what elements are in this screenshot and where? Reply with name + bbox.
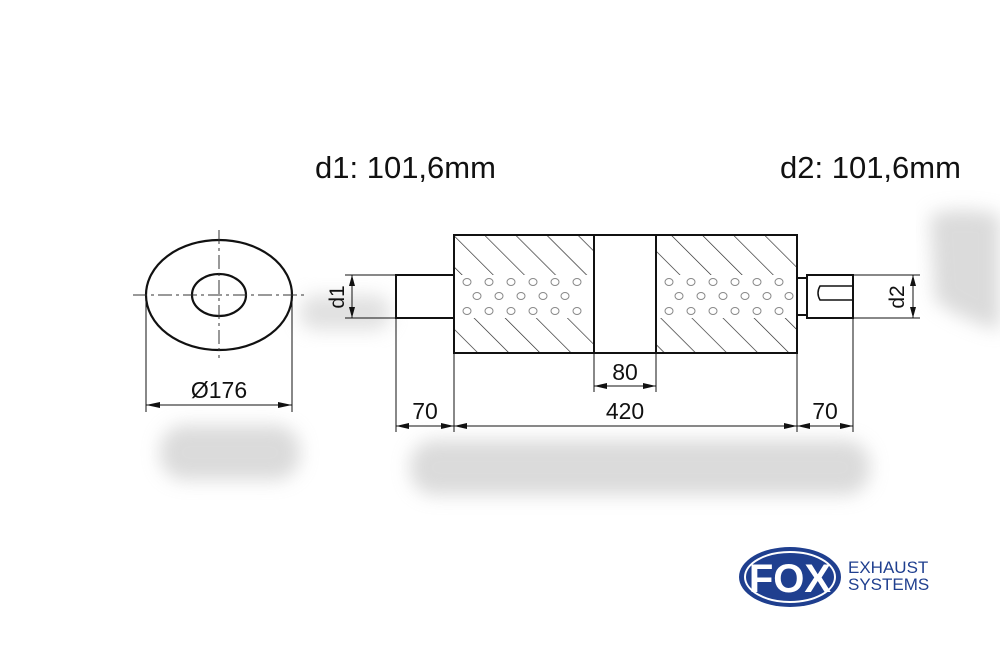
perforation-hole bbox=[784, 292, 794, 300]
logo-line2: SYSTEMS bbox=[848, 575, 929, 594]
perforation-hole bbox=[762, 292, 772, 300]
edge-shadow bbox=[930, 210, 1000, 330]
d1-arrow-top bbox=[349, 275, 355, 286]
perforation-hole bbox=[484, 278, 494, 286]
perforation-hole bbox=[740, 292, 750, 300]
outlet-arrow-right bbox=[840, 423, 853, 429]
outlet-pipe bbox=[806, 274, 854, 319]
end-view-shadow bbox=[160, 425, 300, 480]
perforation-hole bbox=[506, 307, 516, 315]
body-arrow-right bbox=[784, 423, 797, 429]
perforation-hole bbox=[550, 278, 560, 286]
perforated-tube-left bbox=[455, 275, 593, 318]
perforation-hole bbox=[528, 307, 538, 315]
perforation-hole bbox=[550, 307, 560, 315]
side-view-shadow bbox=[410, 440, 870, 495]
body-length-label: 420 bbox=[606, 398, 644, 424]
perforation-hole bbox=[686, 278, 696, 286]
gap-arrow-right bbox=[643, 383, 656, 389]
perforation-hole bbox=[664, 307, 674, 315]
inlet-pipe bbox=[395, 274, 455, 319]
perforation-hole bbox=[462, 307, 472, 315]
d2-arrow-top bbox=[910, 275, 916, 286]
body-arrow-left bbox=[454, 423, 467, 429]
inlet-length-label: 70 bbox=[412, 398, 438, 424]
d1-title: d1: 101,6mm bbox=[315, 150, 496, 185]
d1-arrow-bottom bbox=[349, 307, 355, 318]
perforation-hole bbox=[774, 278, 784, 286]
perforation-hole bbox=[516, 292, 526, 300]
perforation-hole bbox=[538, 292, 548, 300]
perforation-hole bbox=[560, 292, 570, 300]
fox-logo: FOX EXHAUST SYSTEMS bbox=[739, 547, 929, 607]
perforation-hole bbox=[572, 278, 582, 286]
d1-tag: d1 bbox=[326, 285, 349, 308]
diameter-label: Ø176 bbox=[191, 377, 247, 403]
logo-line1: EXHAUST bbox=[848, 558, 928, 577]
perforation-hole bbox=[752, 307, 762, 315]
end-view: Ø176 bbox=[133, 230, 305, 412]
outlet-flare bbox=[796, 277, 808, 316]
perforation-hole bbox=[752, 278, 762, 286]
d2-arrow-bottom bbox=[910, 307, 916, 318]
logo-brand: FOX bbox=[749, 557, 832, 601]
perforation-hole bbox=[462, 278, 472, 286]
perforation-hole bbox=[674, 292, 684, 300]
perforation-hole bbox=[730, 278, 740, 286]
center-gap bbox=[593, 234, 657, 354]
perforation-hole bbox=[718, 292, 728, 300]
perforation-hole bbox=[572, 307, 582, 315]
perforation-hole bbox=[696, 292, 706, 300]
perforation-hole bbox=[528, 278, 538, 286]
perforation-hole bbox=[730, 307, 740, 315]
perforation-hole bbox=[708, 278, 718, 286]
logo-oval bbox=[739, 547, 841, 607]
inlet-shadow bbox=[300, 295, 390, 330]
perforation-hole bbox=[686, 307, 696, 315]
inlet-arrow-right bbox=[441, 423, 454, 429]
outlet-arrow-left bbox=[797, 423, 810, 429]
perforation-hole bbox=[472, 292, 482, 300]
inlet-arrow-left bbox=[396, 423, 409, 429]
d2-title: d2: 101,6mm bbox=[780, 150, 961, 185]
perforation-hole bbox=[664, 278, 674, 286]
gap-label: 80 bbox=[612, 359, 638, 385]
perforation-hole bbox=[494, 292, 504, 300]
d2-tag: d2 bbox=[886, 285, 909, 308]
gap-arrow-left bbox=[594, 383, 607, 389]
perforation-hole bbox=[484, 307, 494, 315]
arrow-left bbox=[146, 402, 160, 408]
outlet-length-label: 70 bbox=[812, 398, 838, 424]
logo-oval-ring bbox=[744, 551, 836, 603]
side-view: d1 d2 80 70 420 70 bbox=[326, 234, 920, 432]
perforations bbox=[462, 278, 794, 315]
perforation-hole bbox=[774, 307, 784, 315]
perforation-hole bbox=[708, 307, 718, 315]
perforation-hole bbox=[506, 278, 516, 286]
arrow-right bbox=[278, 402, 292, 408]
outlet-slot bbox=[817, 285, 853, 301]
shadows bbox=[160, 210, 1000, 495]
